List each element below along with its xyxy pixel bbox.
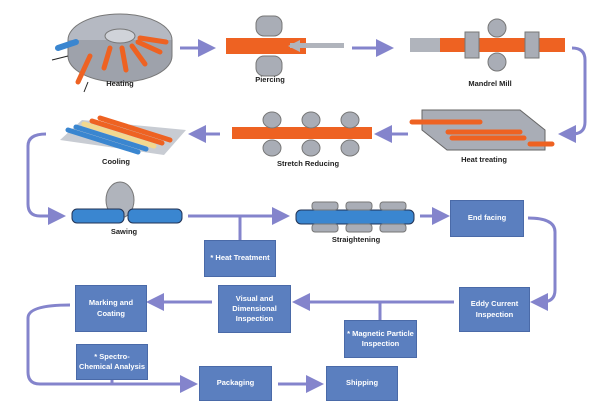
box-marking-and-coating: Marking and Coating <box>75 285 147 332</box>
cooling-bed-illustration <box>60 115 186 155</box>
stage-label-cooling: Cooling <box>102 157 130 166</box>
box-label: Marking and Coating <box>88 298 134 318</box>
box-label: Visual and Dimensional Inspection <box>232 293 277 324</box>
stage-label-stretch-reducing: Stretch Reducing <box>276 159 340 168</box>
box-visual-dimensional-inspection: Visual and Dimensional Inspection <box>218 285 291 333</box>
box-shipping: Shipping <box>326 366 398 401</box>
box-label: * Heat Treatment <box>210 253 270 263</box>
stage-label-heating: Heating <box>106 79 134 88</box>
sawing-illustration <box>71 181 183 224</box>
box-spectro-chemical-analysis: * Spectro-Chemical Analysis <box>76 344 148 380</box>
box-packaging: Packaging <box>199 366 272 401</box>
stage-label-mandrel-mill: Mandrel Mill <box>468 79 512 88</box>
box-label: Shipping <box>345 378 379 388</box>
box-heat-treatment: * Heat Treatment <box>204 240 276 277</box>
flow-arrows <box>26 39 587 393</box>
straightening-illustration <box>295 201 415 233</box>
stage-label-heat-treating: Heat treating <box>461 155 507 164</box>
mandrel-mill-illustration <box>410 18 565 72</box>
box-end-facing: End facing <box>450 200 524 237</box>
box-label: Packaging <box>216 378 255 388</box>
piercing-illustration <box>226 15 344 77</box>
box-label: End facing <box>467 213 507 223</box>
box-label: * Spectro-Chemical Analysis <box>79 351 146 371</box>
stretch-reducing-illustration <box>232 111 372 157</box>
stage-label-straightening: Straightening <box>331 235 381 244</box>
box-magnetic-particle-inspection: * Magnetic Particle Inspection <box>344 320 417 358</box>
box-label: * Magnetic Particle Inspection <box>347 328 414 348</box>
heat-treating-furnace-illustration <box>409 109 555 151</box>
box-label: Eddy Current Inspection <box>470 299 519 319</box>
stage-label-sawing: Sawing <box>110 227 138 236</box>
heating-furnace-illustration <box>51 13 173 93</box>
stage-label-piercing: Piercing <box>255 75 285 84</box>
box-eddy-current-inspection: Eddy Current Inspection <box>459 287 530 332</box>
